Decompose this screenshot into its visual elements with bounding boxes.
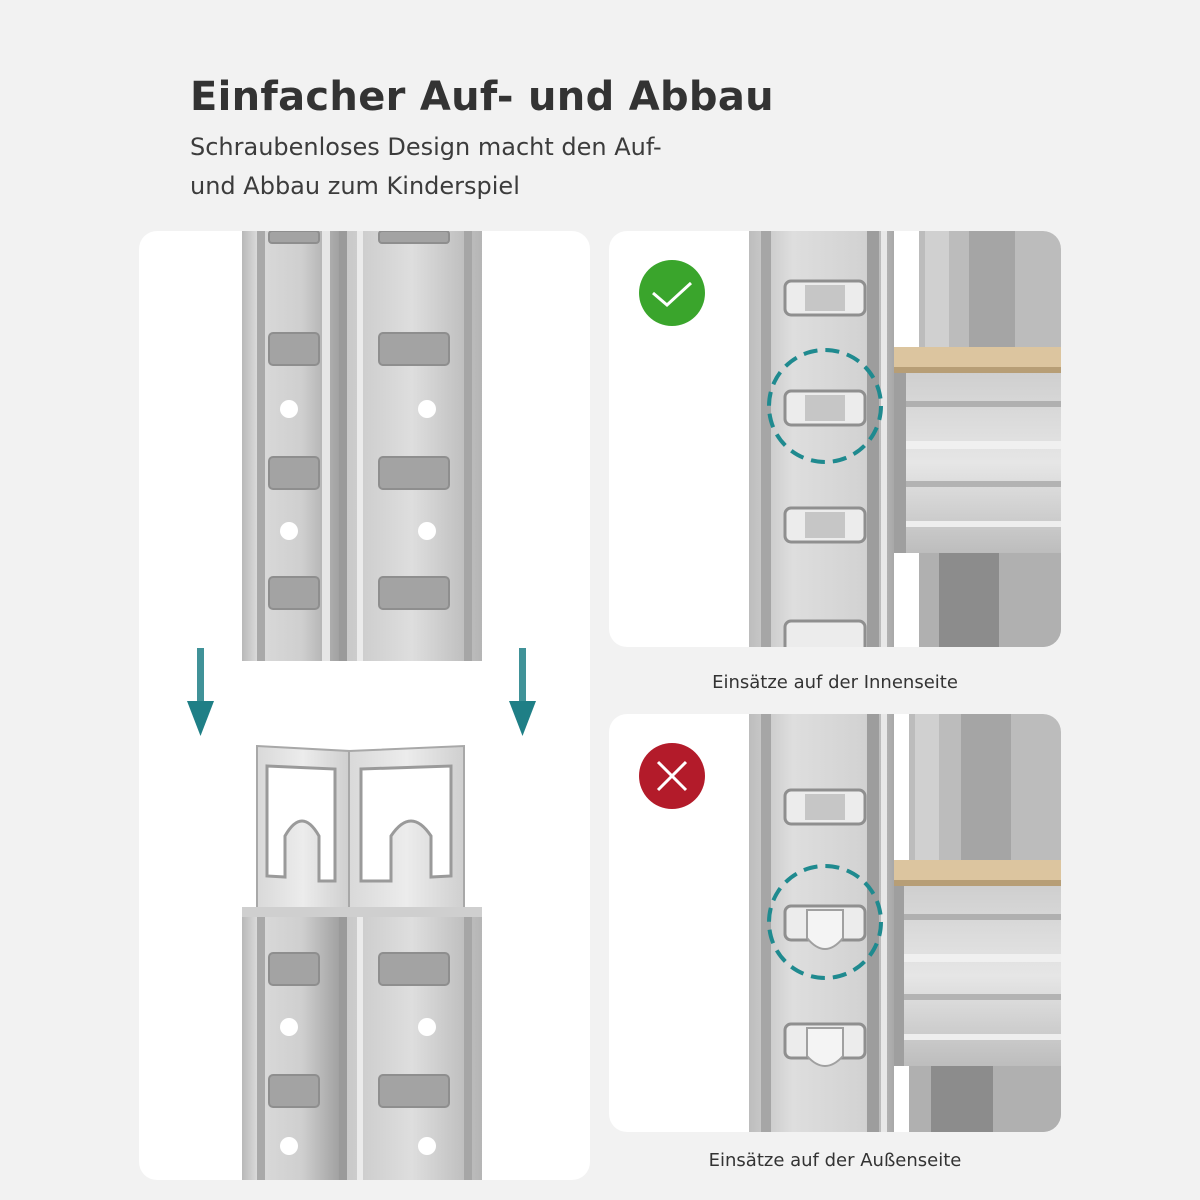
upper-post [242,231,482,661]
highlight-circle [767,348,883,464]
highlight-circle [767,864,883,980]
correct-example-panel [609,231,1061,647]
down-arrow-left-icon [187,648,214,736]
shelf-beam [894,886,1061,1066]
wrong-example-photo [639,714,1061,1132]
subtitle-line-1: Schraubenloses Design macht den Auf- [190,133,662,161]
page-title: Einfacher Auf- und Abbau [190,74,774,120]
page-subtitle: Schraubenloses Design macht den Auf- und… [190,128,750,206]
subtitle-line-2: und Abbau zum Kinderspiel [190,172,520,200]
upright-post [749,714,894,1132]
correct-caption: Einsätze auf der Innenseite [712,672,958,693]
assembly-illustration-panel [139,231,590,1180]
cross-icon [639,743,705,809]
down-arrow-right-icon [509,648,536,736]
lower-post [242,907,482,1180]
assembly-illustration [187,231,536,1180]
check-icon [639,260,705,326]
correct-example-photo [639,231,1061,647]
wrong-caption: Einsätze auf der Außenseite [708,1150,962,1171]
wrong-example-panel [609,714,1061,1132]
connector-bracket [256,744,465,917]
shelf-beam [894,373,1061,553]
